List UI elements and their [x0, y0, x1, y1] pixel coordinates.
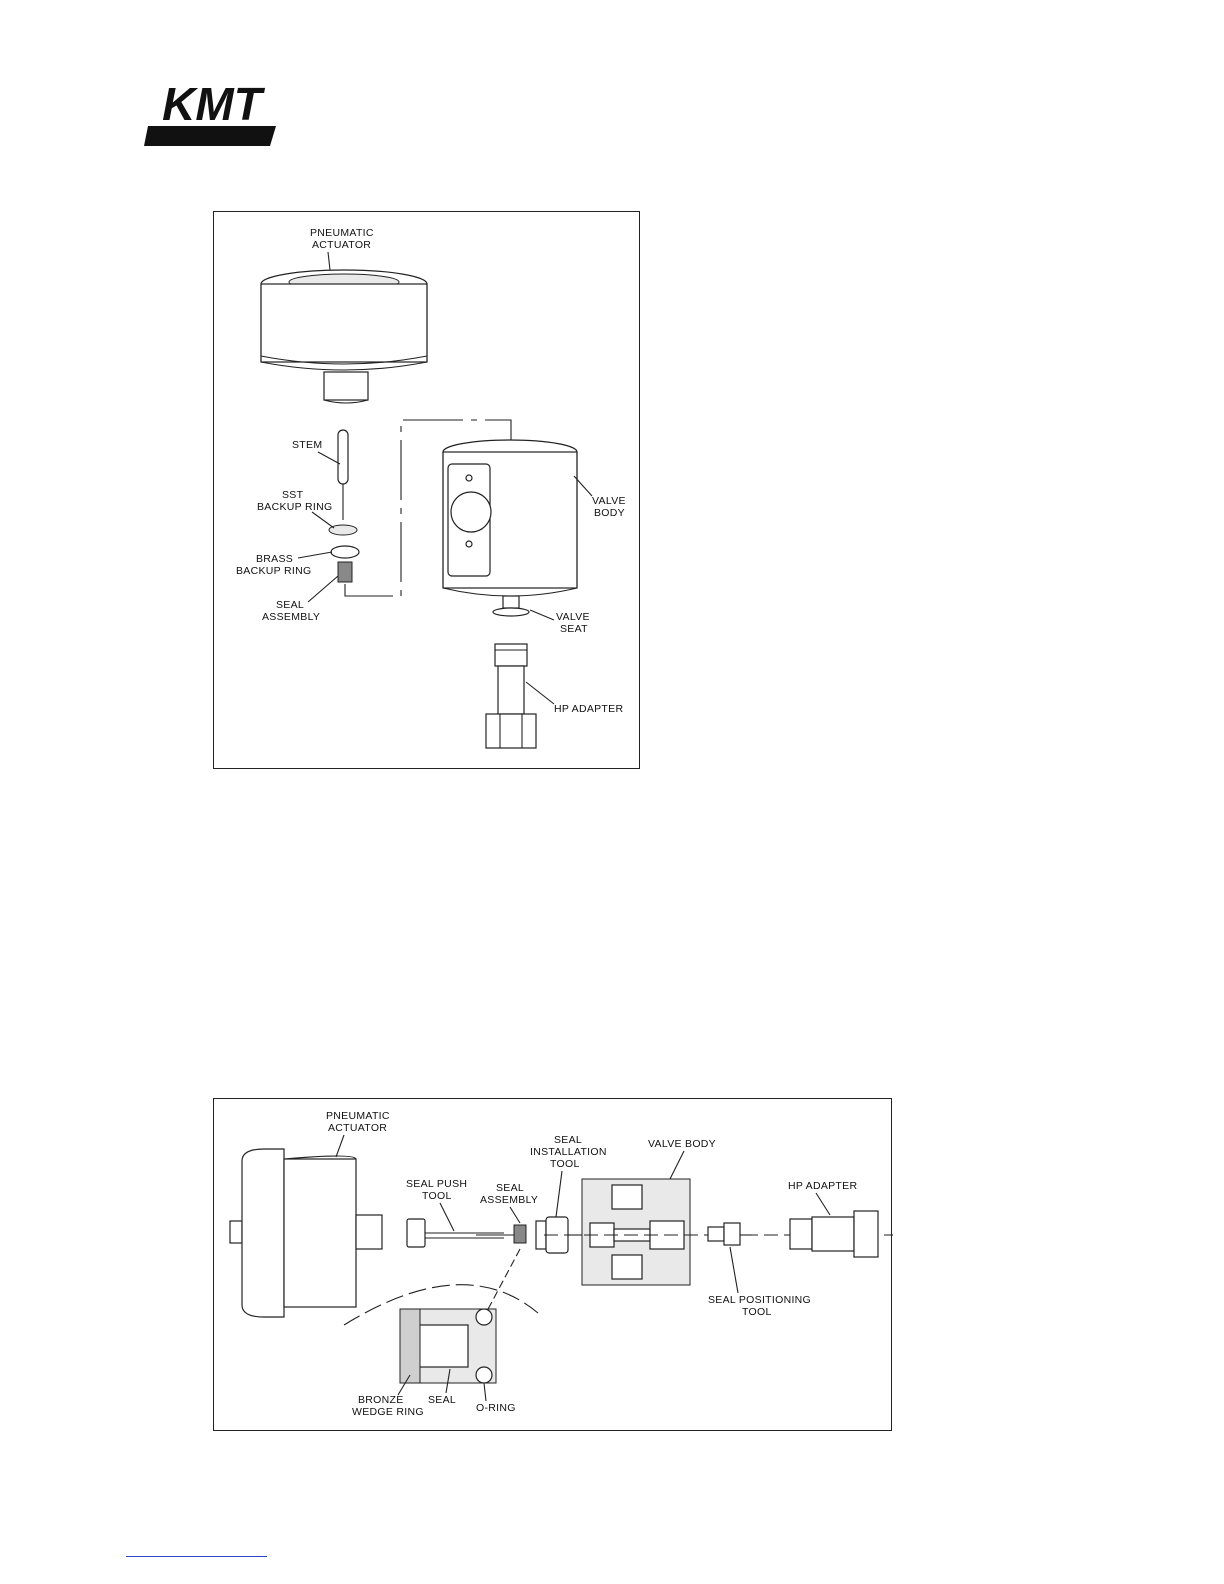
- valve-seat-part: [493, 596, 529, 616]
- fig2-label-positioning-1: SEAL POSITIONING: [708, 1294, 811, 1306]
- hp-adapter-side-part: [790, 1211, 878, 1257]
- fig2-label-pneumatic-2: ACTUATOR: [328, 1122, 387, 1134]
- figure-seal-installation: PNEUMATIC ACTUATOR SEAL PUSH TOOL SEAL A…: [213, 1098, 892, 1431]
- seal-detail-part: [400, 1309, 496, 1383]
- valve-body-section-part: [582, 1179, 690, 1285]
- figure-exploded-vertical: PNEUMATIC ACTUATOR STEM SST BACKUP RING …: [213, 211, 640, 769]
- pneumatic-actuator-part: [261, 270, 427, 403]
- footer-link-rule: [126, 1556, 267, 1557]
- fig2-label-hp-adapter: HP ADAPTER: [788, 1180, 857, 1192]
- seal-push-tool-part: [407, 1219, 514, 1247]
- fig2-label-seal-asm-1: SEAL: [496, 1182, 524, 1194]
- fig2-label-bronze-1: BRONZE: [358, 1394, 404, 1406]
- logo-underbar: [144, 126, 276, 146]
- fig1-label-seal-2: ASSEMBLY: [262, 611, 320, 623]
- fig1-label-hp-adapter: HP ADAPTER: [554, 703, 623, 715]
- kmt-logo: KMT: [142, 84, 278, 148]
- figure1-drawing: PNEUMATIC ACTUATOR STEM SST BACKUP RING …: [214, 212, 641, 770]
- fig2-label-install-1: SEAL: [554, 1134, 582, 1146]
- fig1-label-valve-body-1: VALVE: [592, 495, 626, 507]
- stem-part: [338, 430, 348, 520]
- sst-backup-ring-part: [329, 525, 357, 535]
- fig1-label-valve-seat-2: SEAT: [560, 623, 588, 635]
- brass-backup-ring-part: [331, 546, 359, 558]
- fig1-label-brass-1: BRASS: [256, 553, 293, 565]
- fig1-label-valve-seat-1: VALVE: [556, 611, 590, 623]
- valve-body-part: [443, 440, 577, 596]
- fig2-label-install-2: INSTALLATION: [530, 1146, 607, 1158]
- logo-text: KMT: [162, 84, 266, 130]
- fig2-label-seal-asm-2: ASSEMBLY: [480, 1194, 538, 1206]
- pneumatic-actuator-side-part: [230, 1149, 382, 1317]
- fig2-label-install-3: TOOL: [550, 1158, 580, 1170]
- figure2-drawing: PNEUMATIC ACTUATOR SEAL PUSH TOOL SEAL A…: [214, 1099, 893, 1432]
- hp-adapter-part: [486, 644, 536, 748]
- fig1-label-seal-1: SEAL: [276, 599, 304, 611]
- fig1-label-pneumatic-2: ACTUATOR: [312, 239, 371, 251]
- fig2-label-pneumatic-1: PNEUMATIC: [326, 1110, 390, 1122]
- fig1-label-stem: STEM: [292, 439, 322, 451]
- fig1-label-sst-1: SST: [282, 489, 304, 501]
- fig1-label-valve-body-2: BODY: [594, 507, 625, 519]
- fig2-label-o-ring: O-RING: [476, 1402, 516, 1414]
- fig2-label-push-tool-2: TOOL: [422, 1190, 452, 1202]
- fig2-label-bronze-2: WEDGE RING: [352, 1406, 424, 1418]
- seal-assembly-side-part: [514, 1225, 526, 1243]
- fig2-label-valve-body: VALVE BODY: [648, 1138, 716, 1150]
- fig1-label-pneumatic-1: PNEUMATIC: [310, 227, 374, 239]
- fig1-label-brass-2: BACKUP RING: [236, 565, 311, 577]
- seal-positioning-tool-part: [708, 1223, 752, 1245]
- fig2-label-positioning-2: TOOL: [742, 1306, 772, 1318]
- fig2-label-push-tool-1: SEAL PUSH: [406, 1178, 467, 1190]
- seal-assembly-part: [338, 562, 352, 582]
- fig1-label-sst-2: BACKUP RING: [257, 501, 332, 513]
- fig2-label-seal: SEAL: [428, 1394, 456, 1406]
